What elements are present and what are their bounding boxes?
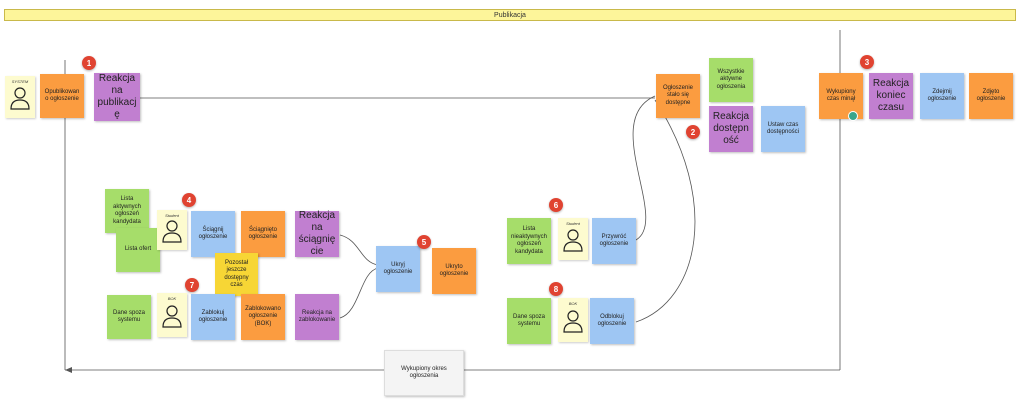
actor-label: Student [566,221,580,226]
arrow-head-left [65,367,72,373]
step-badge-4: 4 [182,193,196,207]
command-sciagnij: Ściągnij ogłoszenie [191,211,235,257]
event-zdjeto: Zdjęto ogłoszenie [969,73,1013,119]
policy-reakcja-koniec: Reakcja koniec czasu [869,73,913,119]
event-ukryto: Ukryto ogłoszenie [432,248,476,294]
policy-reakcja-publikacje: Reakcja na publikację [94,73,140,121]
student-actor-2: Student [558,218,588,260]
policy-reakcja-sciagniecie: Reakcja na ściągnięcie [295,210,339,257]
person-icon [563,229,583,252]
person-icon [162,220,182,243]
readmodel-dane-spoza-2: Dane spoza systemu [507,298,551,344]
event-wykupiony-czas: Wykupiony czas minął [819,73,863,119]
step-badge-2: 2 [686,125,700,139]
actor-label: SYSTEM [11,79,29,84]
readmodel-dane-spoza-1: Dane spoza systemu [107,295,151,339]
person-icon [162,305,182,328]
step-badge-6: 6 [549,198,563,212]
pull-to-hide-line [339,234,379,266]
command-ukryj: Ukryj ogłoszenie [376,246,420,292]
event-zablokowano: Zablokowano ogłoszenie (BOK) [241,294,285,340]
readmodel-wszystkie-aktywne: Wszystkie aktywne ogłoszenia [709,58,753,102]
event-opublikowano: Opublikowan o ogłoszenie [40,74,84,118]
hotspot-pozostal-czas: Pozostał jeszcze dostępny czas [215,253,258,296]
readmodel-lista-nieaktywnych: Lista nieaktywnych ogłoszeń kandydata [507,218,551,264]
step-badge-1: 1 [82,56,96,70]
readmodel-lista-aktywnych: Lista aktywnych ogłoszeń kandydata [105,189,149,233]
command-ustaw-czas: Ustaw czas dostępności [761,106,805,152]
command-zdejmij: Zdejmij ogłoszenie [920,73,964,119]
policy-reakcja-zablokowanie: Reakcja na zablokowanie [295,294,339,340]
person-icon [563,310,583,333]
person-icon [10,87,30,110]
unhide-flow-line [632,95,656,241]
unblock-flow-line [635,99,696,323]
readmodel-lista-ofert: Lista ofert [116,228,160,272]
wykupiony-okres-card: Wykupiony okres ogłoszenia [384,350,464,396]
step-badge-7: 7 [185,278,199,292]
student-actor: Student [157,210,187,250]
step-badge-5: 5 [417,235,431,249]
actor-label: BOK [568,301,578,306]
actor-label: BOK [167,296,177,301]
block-to-hide-line [339,267,379,319]
step-badge-8: 8 [549,282,563,296]
step-badge-3: 3 [860,55,874,69]
event-ogloszenie-dostepne: Ogłoszenie stało się dostępne [656,74,700,118]
policy-reakcja-dostepnosc: Reakcja dostępność [709,106,753,152]
command-zablokuj: Zablokuj ogłoszenie [191,294,235,340]
command-przywroc: Przywróć ogłoszenie [592,218,636,264]
actor-label: Student [165,213,179,218]
bok-actor: BOK [157,293,187,337]
publication-banner: Publikacja [4,9,1016,21]
event-sciagnieto: Ściągnięto ogłoszenie [241,211,285,257]
bok-actor-2: BOK [558,298,588,342]
system-actor: SYSTEM [5,76,35,118]
timer-icon [848,111,858,121]
command-odblokuj: Odblokuj ogłoszenie [590,298,634,344]
banner-title: Publikacja [494,11,526,19]
